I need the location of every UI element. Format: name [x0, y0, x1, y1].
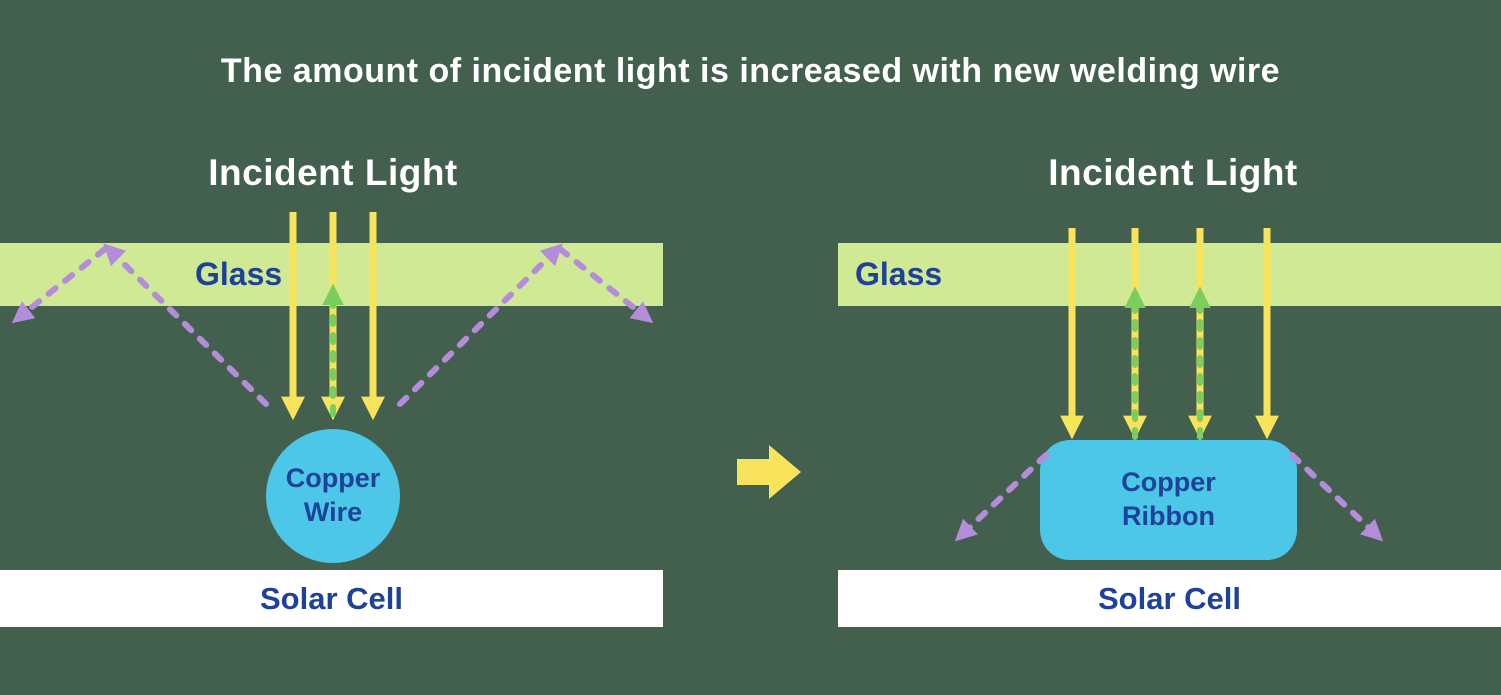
glass-label-right: Glass [855, 256, 943, 292]
copper-ribbon-shape: Copper Ribbon [1040, 440, 1297, 560]
solar-cell-label-right: Solar Cell [1098, 580, 1241, 616]
solar-cell-label-left: Solar Cell [260, 580, 403, 616]
solar-cell-right: Solar Cell [838, 570, 1501, 627]
solar-cell-left: Solar Cell [0, 570, 663, 627]
copper-ribbon-label-line1: Copper [1121, 467, 1216, 498]
copper-wire-label-line2: Wire [303, 497, 363, 527]
reflected-up-arrows-right [1124, 286, 1211, 440]
diagram-title: The amount of incident light is increase… [220, 52, 1281, 90]
copper-ribbon-label-line2: Ribbon [1122, 501, 1215, 531]
glass-label-left: Glass [195, 256, 283, 292]
glass-layer-left: Glass [0, 243, 663, 306]
incident-light-label-right: Incident Light [1048, 152, 1298, 193]
glass-layer-right: Glass [838, 243, 1501, 306]
transition-arrow [737, 445, 801, 499]
incident-light-label-left: Incident Light [208, 152, 458, 193]
copper-wire-label-line1: Copper [285, 463, 381, 494]
copper-wire-shape: Copper Wire [266, 429, 400, 563]
